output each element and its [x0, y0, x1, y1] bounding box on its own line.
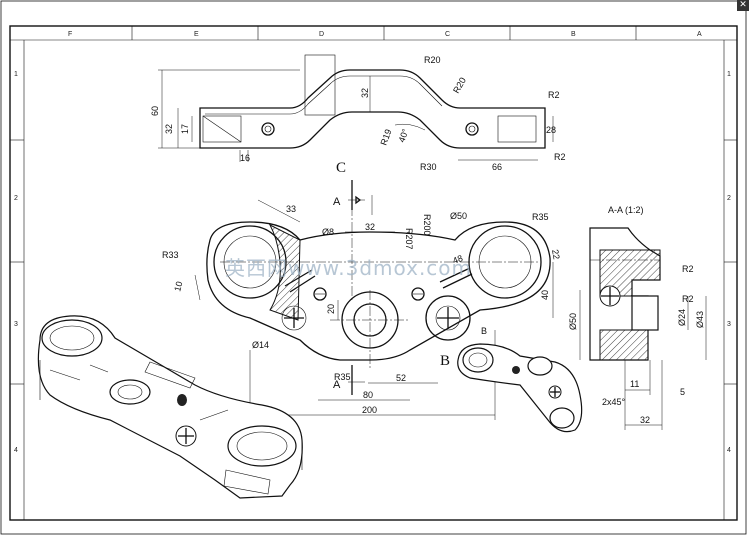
dim-22: 22 — [550, 249, 562, 261]
dim-r35-a: R35 — [532, 212, 549, 222]
row-label-1-right: 1 — [727, 71, 731, 78]
dim-60: 60 — [150, 106, 160, 116]
dim-40: 40 — [540, 290, 550, 300]
dim-28: 28 — [546, 125, 556, 135]
dim-32-a: 32 — [360, 88, 370, 98]
row-label-2: 2 — [14, 195, 18, 202]
watermark-text: 英西网www.3dmox.com — [225, 256, 472, 280]
row-label-3-right: 3 — [727, 321, 731, 328]
row-label-1: 1 — [14, 71, 18, 78]
dim-80: 80 — [363, 390, 373, 400]
dim-11: 11 — [630, 379, 639, 389]
section-marker-a-top: A — [333, 196, 341, 208]
inner-frame — [9, 25, 738, 521]
dim-33: 33 — [286, 204, 296, 214]
dim-chamfer: 2x45° — [602, 397, 626, 407]
dim-r20-b: R20 — [451, 76, 468, 95]
view-c-label: C — [336, 160, 346, 176]
dim-dia24: Ø24 — [677, 309, 687, 326]
view-c-side-profile — [158, 54, 554, 162]
dim-r30: R30 — [420, 162, 437, 172]
dim-r33: R33 — [162, 250, 179, 260]
dim-r35-b: R35 — [334, 372, 351, 382]
dim-r19: R19 — [378, 128, 393, 147]
dim-r207: R207 — [404, 228, 414, 250]
row-ticks — [10, 139, 737, 385]
dim-r2-c: R2 — [682, 264, 694, 274]
dim-200: 200 — [362, 405, 377, 415]
isometric-part-small — [457, 343, 583, 433]
view-b-label: B — [440, 353, 450, 369]
dim-dia8: Ø8 — [322, 227, 334, 237]
dim-17: 17 — [180, 124, 190, 134]
dim-32-d: 32 — [640, 415, 650, 425]
isometric-part-large — [37, 315, 303, 499]
col-label-b: B — [571, 31, 576, 38]
dim-dia50-b: Ø50 — [568, 313, 578, 330]
dim-dia14: Ø14 — [252, 340, 269, 350]
col-label-d: D — [319, 31, 324, 38]
row-label-4-right: 4 — [727, 447, 731, 454]
main-plan-view — [194, 180, 554, 420]
dim-66: 66 — [492, 162, 502, 172]
dim-48: 48 — [451, 253, 464, 266]
section-a-a-view — [579, 227, 707, 430]
col-label-f: F — [68, 31, 72, 38]
row-label-4: 4 — [14, 447, 18, 454]
dim-dia50-a: Ø50 — [450, 211, 467, 221]
section-title: A-A (1:2) — [608, 205, 644, 215]
section-marker-a-bottom: A — [333, 379, 341, 391]
dim-32-b: 32 — [164, 124, 174, 134]
dim-5: 5 — [680, 387, 685, 397]
close-icon[interactable]: ✕ — [737, 0, 749, 11]
row-label-3: 3 — [14, 321, 18, 328]
dim-r2-a: R2 — [548, 90, 560, 100]
dim-dia43: Ø43 — [695, 311, 705, 328]
col-label-c: C — [445, 31, 450, 38]
dim-r2-d: R2 — [682, 294, 694, 304]
column-ticks — [131, 26, 637, 40]
dim-10: 10 — [172, 280, 184, 292]
dim-b-marker: B — [481, 326, 487, 336]
dim-r20-a: R20 — [424, 55, 441, 65]
dim-r200: R200 — [422, 214, 432, 236]
row-label-2-right: 2 — [727, 195, 731, 202]
col-label-e: E — [194, 31, 199, 38]
dim-r2-b: R2 — [554, 152, 566, 162]
dim-40deg: 40° — [396, 127, 410, 144]
dim-32-c: 32 — [365, 222, 375, 232]
dim-20: 20 — [326, 304, 336, 314]
dim-16: 16 — [240, 153, 250, 163]
dim-52: 52 — [396, 373, 406, 383]
col-label-a: A — [697, 31, 702, 38]
